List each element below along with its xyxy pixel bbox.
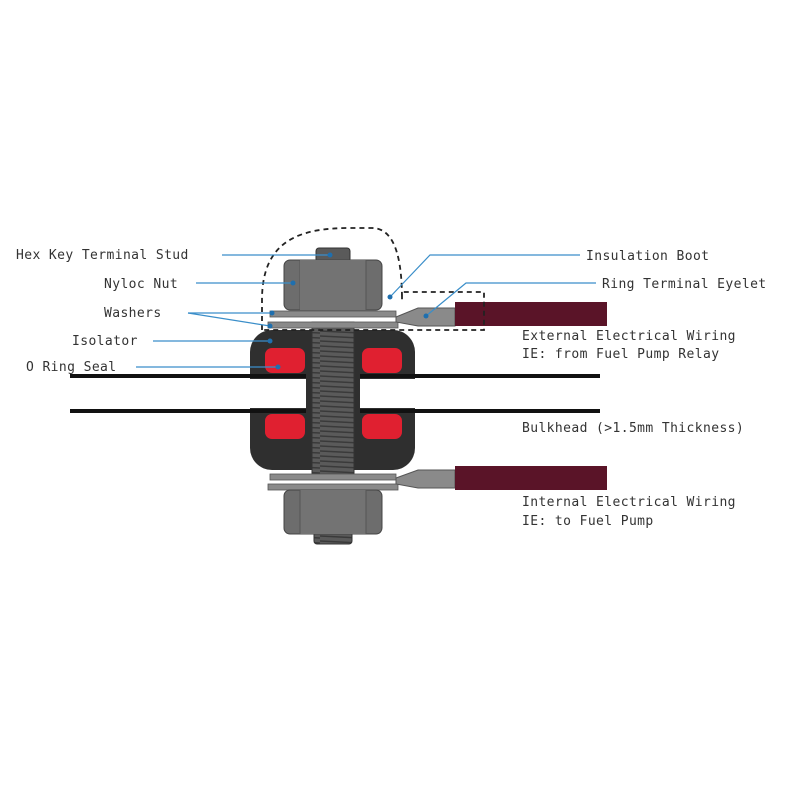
leader-washers-2 — [187, 312, 271, 327]
label-internal-wiring-line2: IE: to Fuel Pump — [522, 514, 654, 529]
washer-bottom-1 — [269, 473, 397, 481]
internal-ring-terminal — [395, 469, 456, 489]
label-washers: Washers — [104, 306, 162, 321]
threaded-stud — [311, 321, 355, 475]
o-ring-seal-bottom-right — [362, 414, 402, 439]
leader-insulation-boot — [389, 254, 580, 298]
o-ring-seal-top-left — [265, 348, 305, 373]
label-insulation-boot: Insulation Boot — [586, 249, 709, 264]
nyloc-nut — [283, 259, 383, 311]
external-wire — [455, 302, 607, 326]
label-external-wiring-line1: External Electrical Wiring — [522, 329, 736, 344]
bottom-nut — [283, 489, 383, 535]
label-bulkhead: Bulkhead (>1.5mm Thickness) — [522, 421, 744, 436]
label-o-ring-seal: O Ring Seal — [26, 360, 117, 375]
washer-top-2 — [267, 321, 399, 329]
washer-bottom-2 — [267, 483, 399, 491]
label-isolator: Isolator — [72, 334, 138, 349]
leader-ring-terminal-eyelet — [425, 282, 596, 317]
insulation-boot — [261, 227, 485, 331]
label-ring-terminal-eyelet: Ring Terminal Eyelet — [602, 277, 767, 292]
internal-wire — [455, 466, 607, 490]
washer-top-1 — [269, 310, 397, 318]
label-external-wiring-line2: IE: from Fuel Pump Relay — [522, 347, 719, 362]
bulkhead-gap-left — [248, 379, 306, 408]
label-internal-wiring-line1: Internal Electrical Wiring — [522, 495, 736, 510]
label-nyloc-nut: Nyloc Nut — [104, 277, 178, 292]
bulkhead-gap-right — [360, 379, 418, 408]
o-ring-seal-top-right — [362, 348, 402, 373]
label-hex-key-terminal-stud: Hex Key Terminal Stud — [16, 248, 189, 263]
o-ring-seal-bottom-left — [265, 414, 305, 439]
